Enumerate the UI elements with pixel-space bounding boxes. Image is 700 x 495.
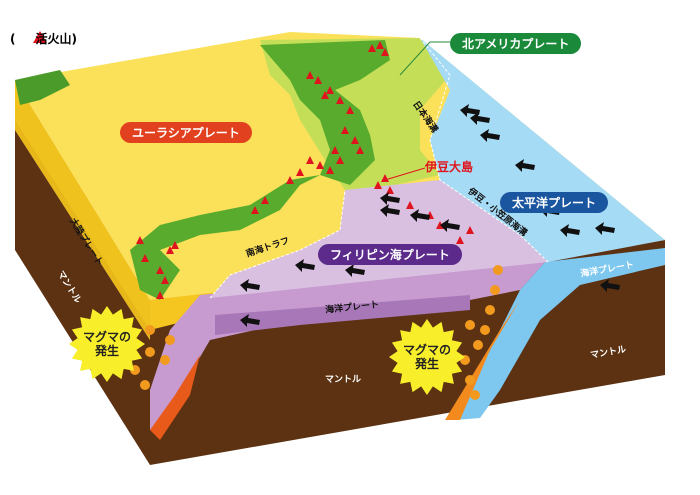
arrow-icon [480,129,500,142]
trench-boundary [419,37,549,263]
magma-drop-icon [473,340,483,350]
volcano-icon [286,176,294,184]
magma-right-label: マグマの 発生 [402,343,451,371]
magma-drop-icon [140,380,150,390]
volcano-icon [331,146,339,154]
volcano-icon [166,246,174,254]
legend: ( 活火山) [10,30,77,47]
volcano-icon [336,96,344,104]
magma-drops [130,265,503,400]
legend-label: 活火山 [35,32,72,46]
magma-drop-icon [160,355,170,365]
burst-icon [389,319,465,395]
arrow-icon [460,104,480,117]
magma-drop-icon [165,335,175,345]
volcano-icon [261,196,269,204]
volcano-icon [141,254,149,262]
volcano-icon [251,206,259,214]
magma-drop-icon [465,320,475,330]
volcano-icon [346,106,354,114]
arrow-icon [560,224,580,237]
north-american-leader-line [399,41,450,76]
izu-oshima-leader-line [384,167,426,181]
left-magma-slab [150,355,200,440]
volcano-icon [136,236,144,244]
arrow-icon [240,279,260,292]
volcano-icon [356,146,364,154]
volcano-markers [136,41,474,299]
land-japan [130,40,390,300]
arrow-icon [240,314,260,327]
front-philippine-plate-edge [445,300,520,420]
left-face-crust [15,80,150,340]
volcano-icon [321,91,329,99]
volcano-icon [466,226,474,234]
volcano-icon [296,168,304,176]
volcano-icon [381,174,389,182]
legend-open: ( [10,32,16,46]
volcano-icon [306,156,314,164]
eurasian-plate-label: ユーラシアプレート [120,122,252,143]
arrow-icon [470,112,490,125]
volcano-icon [326,166,334,174]
front-philippine-slab-inner [215,295,470,335]
magma-drop-icon [145,325,155,335]
volcano-icon [314,76,322,84]
arrow-icon [345,264,365,277]
front-pacific-slab [455,248,665,420]
magma-left-label: マグマの 発生 [82,330,131,358]
legend-volcano-icon [33,31,47,43]
magma-generation-right: マグマの 発生 [388,318,466,396]
mantle-center-label: マントル [325,375,362,385]
arrow-icon [380,192,400,205]
philippine-plate-label: フィリピン海プレート [318,244,462,265]
volcano-icon [381,48,389,56]
volcano-icon [316,161,324,169]
volcano-icon [171,241,179,249]
volcano-icon [156,266,164,274]
volcano-icon [374,181,382,189]
arrow-icon [380,204,400,217]
land-continent [15,70,70,105]
volcano-icon [156,291,164,299]
magma-drop-icon [145,347,155,357]
burst-icon [69,306,145,382]
volcano-icon [406,201,414,209]
nankai-boundary [209,189,346,299]
magma-generation-left: マグマの 発生 [68,305,146,383]
arrow-icon [295,259,315,272]
top-face-philippine [210,180,548,298]
volcano-icon [326,86,334,94]
magma-drop-icon [490,285,500,295]
arrow-icon [410,209,430,222]
front-philippine-slab [150,262,545,430]
volcano-icon [368,44,376,52]
pacific-plate-label: 太平洋プレート [500,192,609,213]
arrow-icon [595,222,615,235]
volcano-icon [336,156,344,164]
volcano-icon [161,276,169,284]
volcano-icon [386,186,394,194]
magma-drop-icon [493,265,503,275]
magma-drop-icon [480,325,490,335]
arrow-icon [600,279,620,292]
volcano-icon [351,136,359,144]
left-face-mantle [15,130,150,465]
izu-oshima-label: 伊豆大島 [425,160,474,174]
arrow-icon [440,219,460,232]
volcano-icon [376,41,384,49]
left-face-crust-lower [15,120,150,340]
volcano-icon [306,71,314,79]
volcano-icon [341,126,349,134]
arrow-icon [515,159,535,172]
legend-close: ) [71,32,77,46]
volcano-icon [456,236,464,244]
magma-drop-icon [465,375,475,385]
magma-drop-icon [470,390,480,400]
magma-drop-icon [485,305,495,315]
north-american-plate-label: 北アメリカプレート [450,33,582,54]
